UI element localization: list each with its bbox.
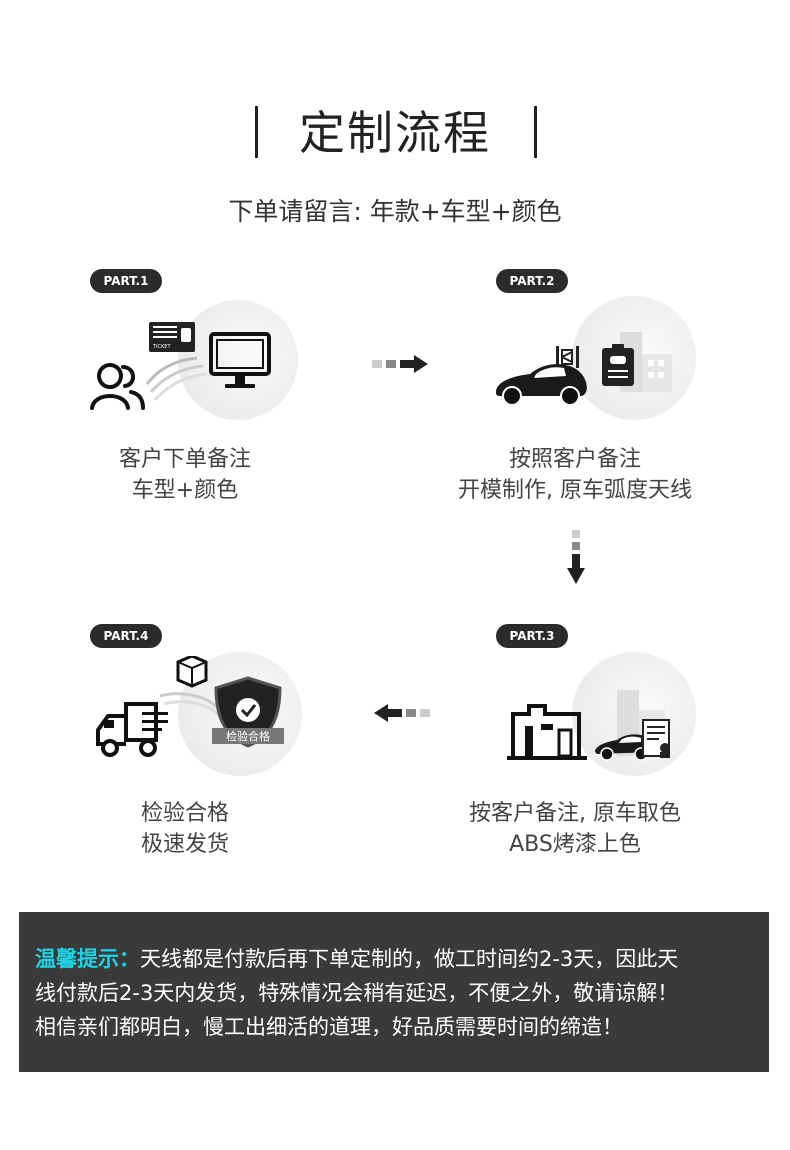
paint-document-icon — [642, 719, 670, 758]
shield-label: 检验合格 — [226, 729, 270, 743]
step2-badge: PART.2 — [496, 269, 568, 293]
step1-badge: PART.1 — [90, 269, 162, 293]
car-icon — [595, 734, 653, 761]
step4-caption-line2: 极速发货 — [140, 832, 229, 857]
step1-caption-line1: 客户下单备注 — [118, 447, 251, 472]
notice-box: 温馨提示：天线都是付款后再下单定制的，做工时间约2-3天，因此天 线付款后2-3… — [19, 912, 769, 1072]
ticket-text: TICKET — [152, 344, 171, 350]
notice-line3: 相信亲们都明白，慢工出细活的道理，好品质需要时间的缔造！ — [35, 1015, 623, 1039]
step4-caption-line1: 检验合格 — [140, 801, 229, 826]
title-section: 定制流程 — [0, 100, 790, 170]
step2-caption-line2: 开模制作, 原车弧度天线 — [458, 478, 692, 503]
package-icon — [176, 656, 208, 688]
step1-caption: 客户下单备注 车型+颜色 — [25, 444, 345, 506]
truck-icon — [96, 702, 168, 757]
car-icon — [496, 364, 587, 406]
notice-text: 温馨提示：天线都是付款后再下单定制的，做工时间约2-3天，因此天 线付款后2-3… — [35, 942, 759, 1044]
ticket-icon: TICKET — [149, 322, 195, 352]
page-title: 定制流程 — [299, 106, 491, 160]
step4-badge: PART.4 — [90, 624, 162, 648]
arrow-right-icon — [372, 355, 428, 373]
step2-caption: 按照客户备注 开模制作, 原车弧度天线 — [415, 444, 735, 506]
title-left-bar — [255, 106, 258, 158]
step3-caption: 按客户备注, 原车取色 ABS烤漆上色 — [415, 798, 735, 860]
page-subtitle: 下单请留言: 年款+车型+颜色 — [228, 197, 562, 226]
signal-waves-icon — [145, 356, 208, 401]
arrow-left-icon — [374, 704, 430, 722]
step4-illustration: 检验合格 — [96, 656, 284, 757]
step1-illustration: TICKET — [90, 322, 271, 410]
step3-caption-line1: 按客户备注, 原车取色 — [469, 801, 681, 826]
step2-illustration — [496, 332, 672, 406]
document-icon — [602, 344, 634, 386]
building-icon — [620, 332, 672, 392]
step1-caption-line2: 车型+颜色 — [131, 478, 239, 503]
notice-line2: 线付款后2-3天内发货，特殊情况会稍有延迟，不便之外，敬请谅解！ — [35, 981, 679, 1005]
factory-icon — [507, 704, 587, 760]
motion-lines-icon — [159, 692, 222, 718]
step1-circle — [178, 300, 298, 420]
step2-caption-line1: 按照客户备注 — [508, 447, 641, 472]
notice-label: 温馨提示： — [35, 947, 140, 971]
step3-caption-line2: ABS烤漆上色 — [509, 832, 641, 857]
quality-shield-icon: 检验合格 — [212, 676, 284, 748]
title-right-bar — [534, 106, 537, 158]
step3-illustration — [507, 690, 670, 761]
arrow-down-icon — [567, 530, 585, 584]
step3-badge: PART.3 — [496, 624, 568, 648]
customer-icon — [90, 363, 145, 410]
antenna-icon — [556, 346, 579, 368]
monitor-icon — [209, 332, 271, 388]
notice-line1-text: 天线都是付款后再下单定制的，做工时间约2-3天，因此天 — [140, 947, 679, 971]
notice-line1: 温馨提示：天线都是付款后再下单定制的，做工时间约2-3天，因此天 — [35, 942, 759, 976]
step4-caption: 检验合格 极速发货 — [25, 798, 345, 860]
